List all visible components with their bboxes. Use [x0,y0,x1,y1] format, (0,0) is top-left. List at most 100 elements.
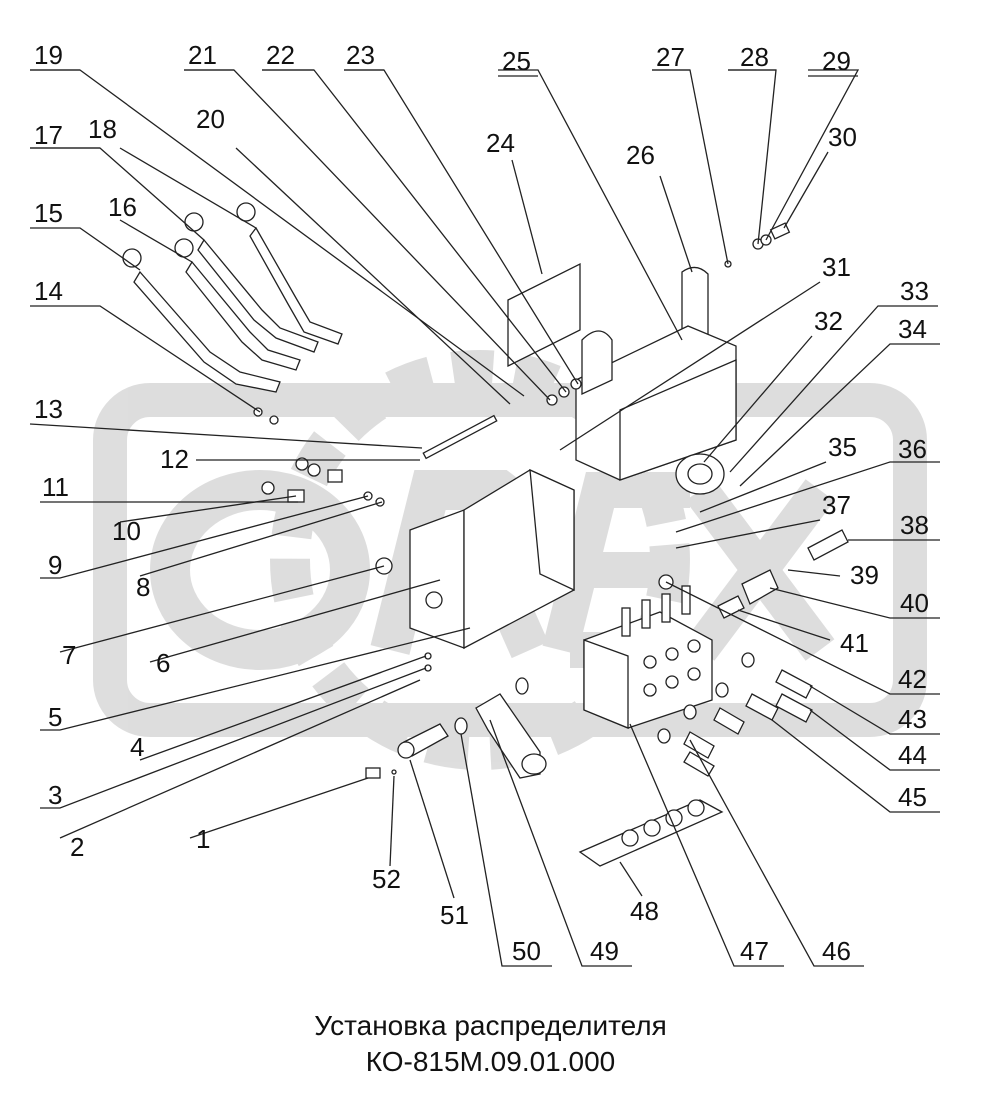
callout-14: 14 [34,276,63,306]
o-ring [515,677,529,695]
callout-8: 8 [136,572,150,602]
callout-10: 10 [112,516,141,546]
callout-48: 48 [630,896,659,926]
label-underlines [30,69,858,149]
callout-17: 17 [34,120,63,150]
control-lever [249,226,343,345]
plate-hole [621,829,639,847]
callout-39: 39 [850,560,879,590]
housing-side [529,468,575,592]
housing-front-panel [409,509,465,649]
hose-fitting [713,707,745,735]
distributor-front [583,639,629,729]
hose-fitting [683,731,715,759]
distributor-port [687,667,701,681]
distributor-port [643,655,657,669]
callout-38: 38 [900,510,929,540]
valve-spool [681,585,691,615]
distributor-port [687,639,701,653]
callout-25: 25 [502,46,531,76]
callout-52: 52 [372,864,401,894]
drawing-number: КО-815М.09.01.000 [365,1046,616,1077]
callout-21: 21 [188,40,217,70]
pin [391,769,397,775]
plate-hole [643,819,661,837]
callout-43: 43 [898,704,927,734]
callout-40: 40 [900,588,929,618]
callout-24: 24 [486,128,515,158]
lever-knob [184,212,204,232]
callout-20: 20 [196,104,225,134]
callout-7: 7 [62,640,76,670]
callout-4: 4 [130,732,144,762]
callout-41: 41 [840,628,869,658]
callout-6: 6 [156,648,170,678]
callout-22: 22 [266,40,295,70]
hose-fitting [775,669,813,699]
split-flange [741,569,779,605]
rod [422,414,498,460]
callout-3: 3 [48,780,62,810]
control-lever [133,270,281,393]
callout-27: 27 [656,42,685,72]
callout-5: 5 [48,702,62,732]
control-lever [185,260,301,371]
hose-fitting [775,693,813,723]
flange-bore [687,463,713,485]
housing-hole [425,591,443,609]
nipple-nut [397,741,415,759]
callout-30: 30 [828,122,857,152]
callout-50: 50 [512,936,541,966]
lever-knob [236,202,256,222]
distributor-port [665,675,679,689]
callout-37: 37 [822,490,851,520]
distributor-port [665,647,679,661]
split-flange [717,595,745,619]
callout-11: 11 [42,472,69,502]
spacer-sleeve [327,469,343,483]
pipe-elbow [475,693,541,779]
callout-29: 29 [822,46,851,76]
nut [295,457,309,471]
callout-15: 15 [34,198,63,228]
washer [269,415,279,425]
cover-side [619,359,737,481]
valve-spool [641,599,651,629]
valve-spool [661,593,671,623]
callout-42: 42 [898,664,927,694]
callout-35: 35 [828,432,857,462]
distributor-port [643,683,657,697]
washer [570,378,582,390]
callout-19: 19 [34,40,63,70]
o-ring [454,717,468,735]
valve-spool [621,607,631,637]
nut [307,463,321,477]
o-ring [715,682,729,698]
callout-18: 18 [88,114,117,144]
o-ring [683,704,697,720]
parts-group [122,202,849,867]
callout-33: 33 [900,276,929,306]
washer [546,394,558,406]
callout-51: 51 [440,900,469,930]
bracket-plate [507,262,581,368]
pipe-flange [521,753,547,775]
control-lever [197,238,319,353]
callout-26: 26 [626,140,655,170]
callout-16: 16 [108,192,137,222]
callout-12: 12 [160,444,189,474]
plate-hole [687,799,705,817]
callout-34: 34 [898,314,927,344]
callout-13: 13 [34,394,63,424]
nut [261,481,275,495]
callout-2: 2 [70,832,84,862]
side-bracket [581,330,613,396]
callout-46: 46 [822,936,851,966]
callout-44: 44 [898,740,927,770]
o-ring [741,652,755,668]
callout-labels: 1 2 3 4 5 6 7 8 9 10 11 12 13 14 15 16 1… [34,40,929,966]
drawing-title: Установка распределителя [314,1010,667,1041]
callout-49: 49 [590,936,619,966]
